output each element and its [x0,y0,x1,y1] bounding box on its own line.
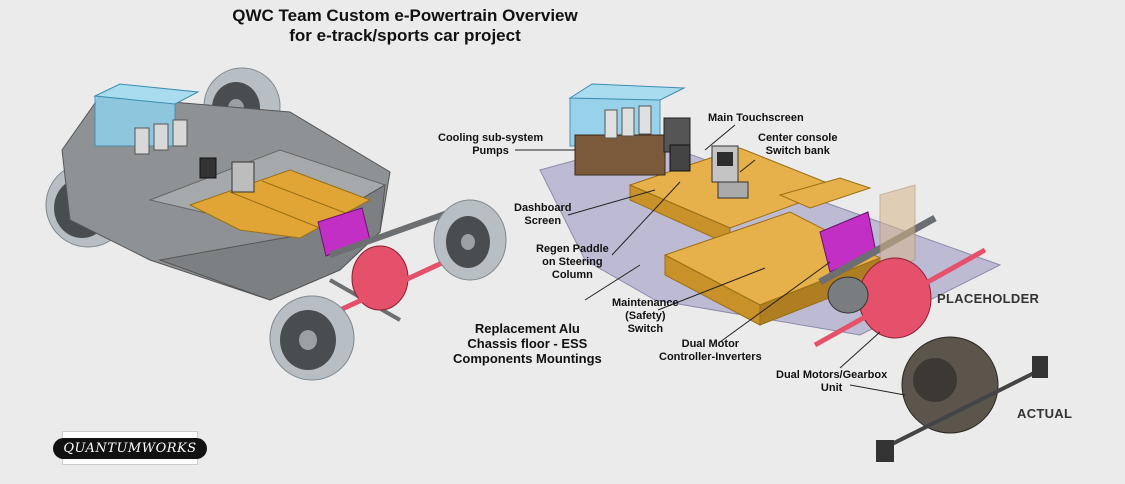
label-maintenance-switch: Maintenance (Safety) Switch [612,297,679,335]
label-center-console: Center console Switch bank [758,132,838,157]
placeholder-motor-shape [813,247,987,348]
label-actual: ACTUAL [1017,406,1073,421]
cooling-subsystem [568,83,691,176]
quantumworks-logo: QUANTUMWORKS [53,431,207,465]
title-line-2: for e-track/sports car project [289,26,521,45]
label-cooling-pumps: Cooling sub-system Pumps [438,132,544,157]
diagram-title: QWC Team Custom e-Powertrain Overview fo… [230,6,580,46]
logo-text: QUANTUMWORKS [53,437,207,459]
chassis-frame [61,83,472,322]
label-dashboard-screen: Dashboard Screen [514,202,572,227]
leader-lines [515,124,906,396]
actual-gearbox-shape [876,336,1048,462]
label-gearbox-unit: Dual Motors/Gearbox Unit [776,369,888,394]
label-main-touchscreen: Main Touchscreen [708,112,804,124]
label-motor-controllers: Dual Motor Controller-Inverters [659,338,762,363]
dashboard-screen-shape [669,144,691,172]
label-chassis-floor: Replacement Alu Chassis floor - ESS Comp… [453,321,602,366]
front-left-wheel [269,295,355,381]
car-chassis-illustration [45,67,507,381]
label-regen-paddle: Regen Paddle on Steering Column [536,243,609,281]
front-right-wheel [433,199,507,281]
title-line-1: QWC Team Custom e-Powertrain Overview [232,6,578,25]
powertrain-illustration [515,83,1048,462]
switch-bank-shape [717,181,749,199]
label-placeholder: PLACEHOLDER [937,291,1040,306]
